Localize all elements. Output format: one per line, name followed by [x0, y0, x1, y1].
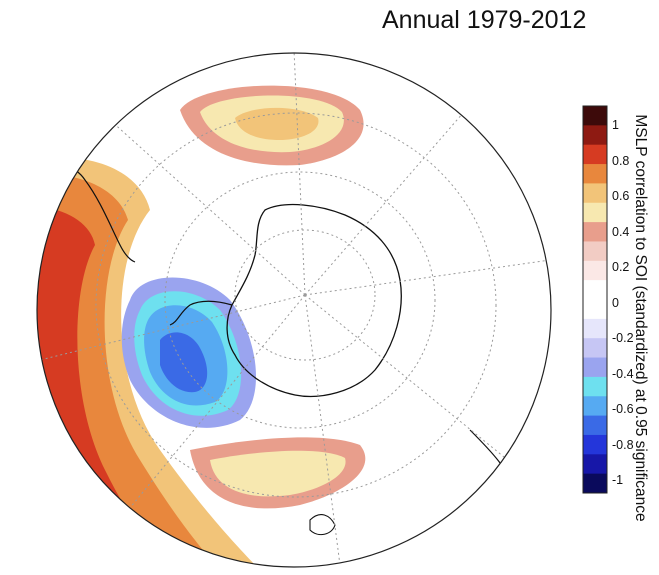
positive-correlation-south — [190, 437, 366, 509]
colorbar-segment — [583, 144, 607, 165]
colorbar-segment — [583, 454, 607, 475]
colorbar-tick-label: -0.8 — [612, 437, 634, 452]
colorbar-tick-label: -0.6 — [612, 402, 634, 416]
colorbar-tick-label: 0 — [612, 295, 619, 310]
colorbar-segment — [583, 202, 607, 223]
antarctic-peninsula-coastline — [169, 300, 233, 326]
colorbar-tick-label: -0.4 — [612, 366, 634, 381]
colorbar-frame — [582, 105, 608, 494]
positive-correlation-north — [180, 85, 364, 166]
colorbar-tick-label: 0.6 — [612, 189, 630, 203]
colorbar-segment — [583, 415, 607, 436]
colorbar-tick-label: -1 — [612, 473, 624, 487]
colorbar-segment — [583, 106, 607, 126]
colorbar-segment — [583, 125, 607, 146]
colorbar-segment — [583, 357, 607, 378]
colorbar-tick-label: -0.2 — [612, 331, 634, 345]
map-title: Annual 1979-2012 — [382, 6, 587, 34]
colorbar-segment — [583, 299, 607, 320]
colorbar-segment — [583, 376, 607, 397]
colorbar-segment — [583, 164, 607, 184]
colorbar-segment — [583, 396, 607, 417]
antarctica-coastline — [226, 203, 402, 398]
colorbar-tick-label: 1 — [612, 118, 619, 132]
colorbar-segment — [583, 241, 607, 262]
colorbar-tick-label: 0.4 — [612, 224, 630, 239]
colorbar-segment — [583, 183, 607, 204]
graticule — [39, 53, 551, 566]
colorbar-segment — [583, 318, 607, 339]
colorbar-tick-label: 0.2 — [612, 260, 630, 274]
colorbar-segment — [583, 260, 607, 281]
colorbar-segment — [583, 473, 607, 494]
colorbar-segment — [583, 338, 607, 359]
colorbar-segment — [583, 222, 607, 242]
negative-correlation-center — [121, 277, 257, 428]
colorbar-segment — [583, 280, 607, 300]
colorbar-tick-label: 0.8 — [612, 153, 630, 168]
colorbar-segment — [583, 434, 607, 455]
colorbar-label: MSLP correlation to SOI (standardized) a… — [632, 114, 649, 522]
hemisphere-map — [36, 52, 552, 568]
